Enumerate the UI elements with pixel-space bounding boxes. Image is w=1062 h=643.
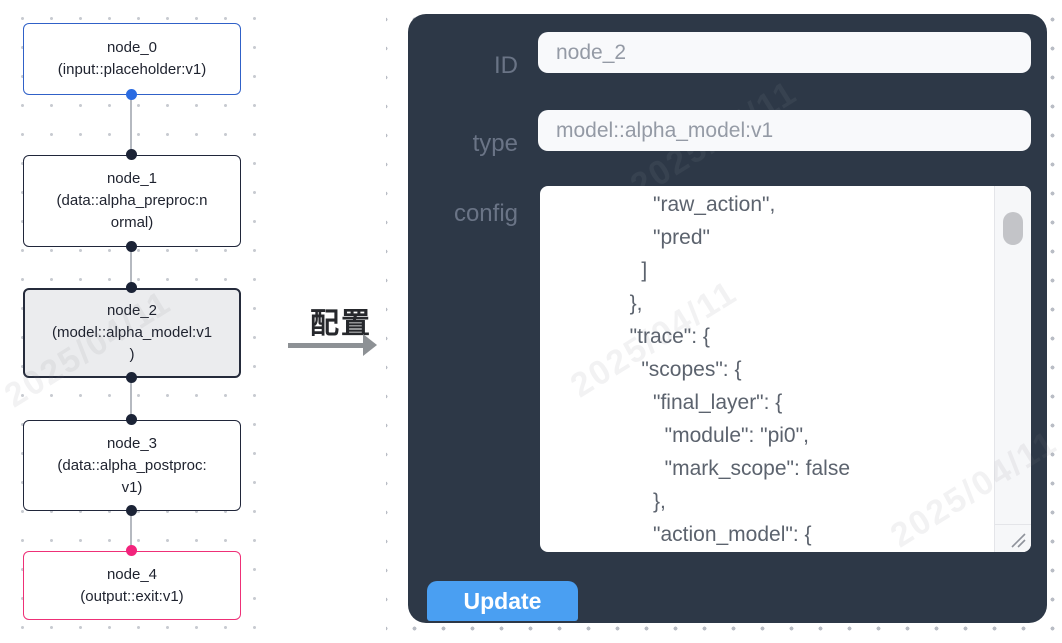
- config-label: config: [453, 200, 518, 227]
- node-node_4[interactable]: node_4 (output::exit:v1): [23, 551, 241, 620]
- handle-node3-bottom[interactable]: [126, 505, 137, 516]
- handle-node1-bottom[interactable]: [126, 241, 137, 252]
- node-node_0[interactable]: node_0 (input::placeholder:v1): [23, 23, 241, 95]
- right-arrow-head-icon: [363, 334, 377, 356]
- update-button[interactable]: Update: [427, 581, 578, 621]
- handle-node3-top[interactable]: [126, 414, 137, 425]
- right-arrow-icon: [288, 343, 364, 348]
- config-annotation-label: 配置: [309, 308, 372, 340]
- node-config-panel: ID type config "raw_action", "pred" ] },…: [408, 14, 1047, 623]
- node-node_3[interactable]: node_3 (data::alpha_postproc: v1): [23, 420, 241, 511]
- handle-node0-bottom[interactable]: [126, 89, 137, 100]
- node-node_1[interactable]: node_1 (data::alpha_preproc:n ormal): [23, 155, 241, 247]
- handle-node2-top[interactable]: [126, 282, 137, 293]
- node-label: node_2 (model::alpha_model:v1 ): [51, 302, 213, 363]
- flow-canvas: node_0 (input::placeholder:v1) node_1 (d…: [0, 0, 282, 643]
- node-label: node_0 (input::placeholder:v1): [57, 39, 207, 78]
- edge-node1-node2: [130, 247, 132, 288]
- edge-node2-node3: [130, 378, 132, 420]
- handle-node2-bottom[interactable]: [126, 372, 137, 383]
- handle-node1-top[interactable]: [126, 149, 137, 160]
- handle-node4-top[interactable]: [126, 545, 137, 556]
- edge-node0-node1: [130, 95, 132, 155]
- edge-node3-node4: [130, 511, 132, 551]
- node-node_2-selected[interactable]: node_2 (model::alpha_model:v1 ): [23, 288, 241, 378]
- type-input[interactable]: [538, 110, 1031, 151]
- type-label: type: [472, 130, 518, 157]
- node-label: node_4 (output::exit:v1): [80, 565, 184, 605]
- scrollbar-corner: [994, 524, 1031, 552]
- node-label: node_1 (data::alpha_preproc:n ormal): [56, 170, 208, 231]
- config-textarea[interactable]: "raw_action", "pred" ] }, "trace": { "sc…: [540, 186, 1031, 552]
- scrollbar[interactable]: [994, 186, 1031, 524]
- id-label: ID: [494, 52, 518, 79]
- resize-handle-icon[interactable]: [1010, 533, 1027, 548]
- scrollbar-thumb[interactable]: [1003, 212, 1023, 245]
- id-input[interactable]: [538, 32, 1031, 73]
- config-json-text[interactable]: "raw_action", "pred" ] }, "trace": { "sc…: [629, 193, 850, 546]
- node-label: node_3 (data::alpha_postproc: v1): [57, 434, 207, 496]
